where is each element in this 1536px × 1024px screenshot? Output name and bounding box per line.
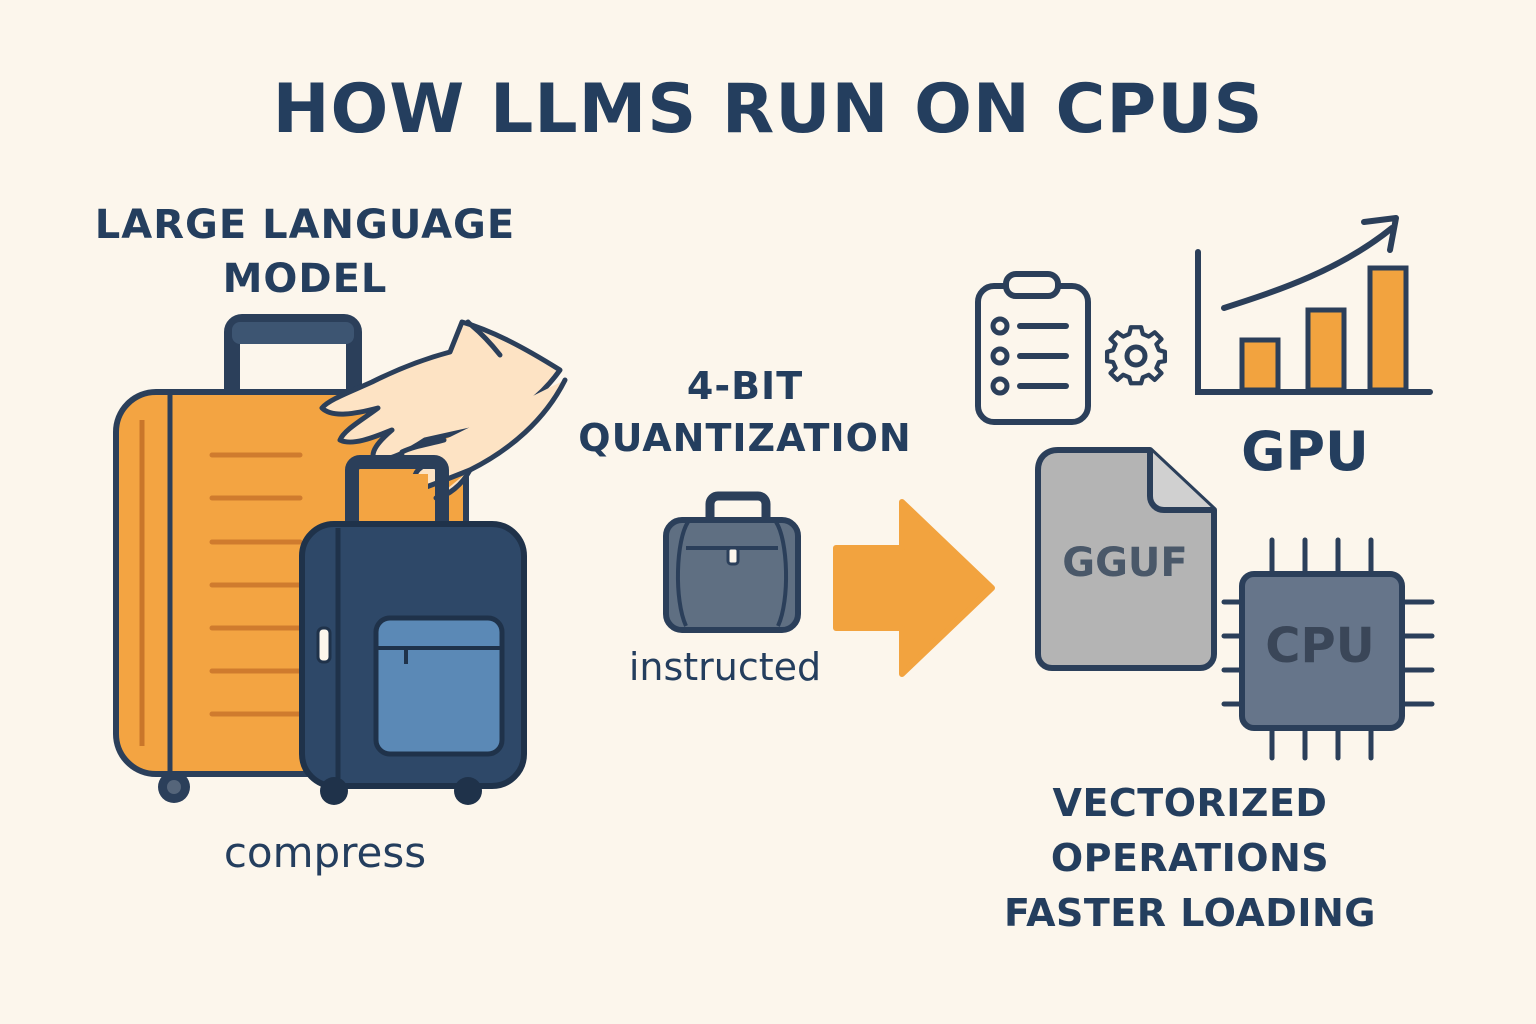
benefits-text: VECTORIZED OPERATIONS FASTER LOADING <box>980 776 1400 941</box>
briefcase-icon <box>663 491 801 633</box>
cpu-chip-icon <box>1221 537 1435 761</box>
llm-heading-line-1: LARGE LANGUAGE <box>94 202 516 248</box>
instructed-caption: instructed <box>628 645 822 689</box>
file-icon <box>1035 447 1217 671</box>
clipboard-icon <box>975 271 1091 425</box>
benefits-line-1: VECTORIZED <box>1052 781 1328 825</box>
quantization-heading-line-2: QUANTIZATION <box>578 416 912 460</box>
small-suitcase-icon <box>299 455 527 805</box>
benefits-line-3: FASTER LOADING <box>1004 891 1376 935</box>
bar-chart-icon <box>1195 215 1433 395</box>
llm-heading: LARGE LANGUAGE MODEL <box>40 198 570 306</box>
quantization-heading-line-1: 4-BIT <box>686 364 804 408</box>
gear-icon <box>1104 325 1168 386</box>
benefits-line-2: OPERATIONS <box>1050 836 1330 880</box>
cpu-chip-label: CPU <box>1265 618 1375 674</box>
llm-heading-line-2: MODEL <box>222 256 388 302</box>
quantization-heading: 4-BIT QUANTIZATION <box>555 360 935 464</box>
gguf-file-label: GGUF <box>1062 540 1188 586</box>
arrow-right-icon <box>833 499 995 677</box>
compress-caption: compress <box>223 828 427 877</box>
gpu-label: GPU <box>1241 420 1369 483</box>
page-title: HOW LLMS RUN ON CPUS <box>272 70 1264 149</box>
